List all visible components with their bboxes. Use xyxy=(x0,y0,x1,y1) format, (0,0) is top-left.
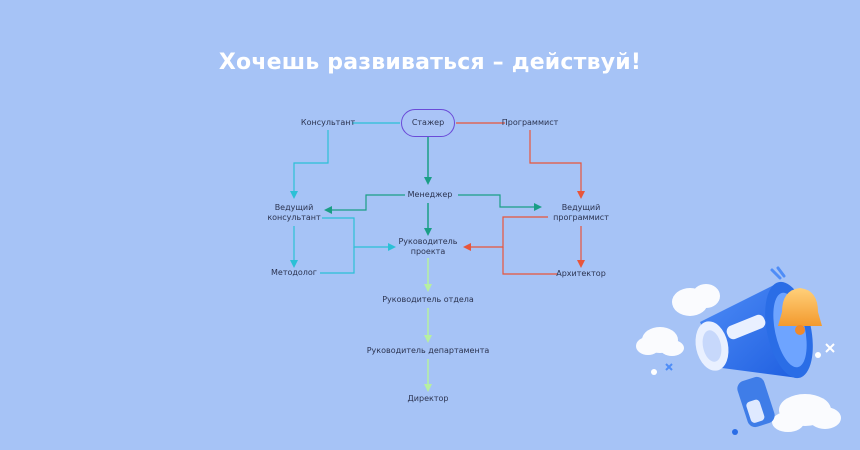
node-lead-programmer: Ведущий программист xyxy=(553,203,609,222)
edge-consultant-leadconsultant xyxy=(290,130,329,199)
edge-leadprogrammer-projectlead xyxy=(463,216,548,251)
node-director: Директор xyxy=(407,394,449,403)
node-manager: Менеджер xyxy=(407,190,453,199)
node-dept-lead: Руководитель отдела xyxy=(382,295,474,304)
edge-programmer-leadprogrammer xyxy=(529,130,585,199)
node-consultant: Консультант xyxy=(300,118,356,127)
node-architect: Архитектор xyxy=(556,269,606,278)
node-methodologist: Методолог xyxy=(270,268,318,277)
page-title: Хочешь развиваться – действуй! xyxy=(218,50,642,75)
node-programmer: Программист xyxy=(501,118,559,127)
edge-methodologist-projectlead xyxy=(320,247,355,274)
edge-leadconsultant-projectlead xyxy=(322,217,396,251)
edge-manager-leadprogrammer xyxy=(458,194,542,211)
node-project-lead: Руководитель проекта xyxy=(398,237,458,256)
megaphone-with-bell-icon xyxy=(636,266,841,435)
node-department-lead: Руководитель департамента xyxy=(366,346,490,355)
edge-manager-leadconsultant xyxy=(324,194,405,214)
node-intern: Стажер xyxy=(401,109,455,137)
node-lead-consultant: Ведущий консультант xyxy=(267,203,321,222)
edge-architect-projectlead xyxy=(502,247,557,275)
